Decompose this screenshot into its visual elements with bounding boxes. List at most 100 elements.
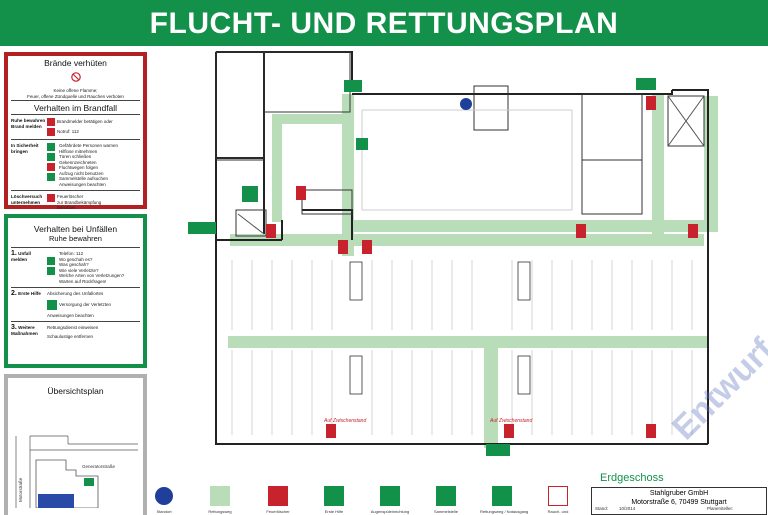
exit-sign-icon bbox=[636, 78, 656, 90]
overview-title: Übersichtsplan bbox=[47, 386, 104, 396]
emergency-exit-legend-icon bbox=[492, 486, 512, 506]
fire-row-text: Gekennzeichneten bbox=[59, 159, 97, 165]
escape-routes bbox=[228, 94, 718, 448]
company-box: Stahlgruber GmbH Motorstraße 6, 70499 St… bbox=[591, 487, 767, 515]
overview-map: Generatorstraße Motorstraße bbox=[15, 435, 138, 508]
fire-row-report: Ruhe bewahren Brand melden Brandmelder b… bbox=[8, 116, 143, 138]
accident-row-text: Versorgung der Verletzten bbox=[59, 301, 112, 307]
legend-label: Rauch- und bbox=[547, 509, 569, 514]
accident-row-num: 2. bbox=[11, 290, 17, 297]
accident-row-text: Rettungsdienst einweisen bbox=[47, 325, 99, 330]
prevent-line-2: Feuer, offene Zündquelle und Rauchen ver… bbox=[27, 93, 124, 99]
plan-annotation: Auf Zwischenstand bbox=[489, 418, 532, 424]
floor-plan: Auf Zwischenstand Auf Zwischenstand bbox=[188, 51, 718, 456]
legend-item: Feuerlöscher bbox=[256, 486, 300, 514]
fire-row-text: Sammelstelle aufsuchen bbox=[59, 176, 109, 181]
legend-label: Augenspüleinrichtung bbox=[370, 509, 410, 514]
fire-row-text: benutzen bbox=[57, 205, 76, 210]
accident-row-text: Wo geschah es? bbox=[59, 256, 93, 262]
stand-value: 10/2014 bbox=[619, 506, 636, 511]
legend-label: Erste Hilfe bbox=[324, 509, 344, 514]
accident-row-label: Unfall melden bbox=[11, 251, 31, 262]
fire-row-text: Gefährdete Personen warnen bbox=[59, 143, 119, 148]
legend-label: Rettungsweg / Notausgang bbox=[480, 509, 529, 514]
first-aid-icon bbox=[47, 299, 57, 310]
street-label-2: Motorstraße bbox=[18, 477, 23, 502]
emergency-call-icon bbox=[47, 267, 55, 275]
eye-wash-legend-icon bbox=[380, 486, 400, 506]
accident-row-text: Wie viele Verletzte? bbox=[59, 267, 99, 273]
legend-item: Erste Hilfe bbox=[312, 486, 356, 514]
smoke-vent-legend-icon bbox=[548, 486, 568, 506]
no-fire-icon bbox=[8, 69, 143, 87]
accident-row-text: Warten auf Rückfragen! bbox=[59, 278, 107, 284]
fire-row-text: Türen schließen bbox=[59, 154, 92, 159]
fire-extinguisher-icon bbox=[646, 424, 656, 438]
planer-label: Planersteller: bbox=[707, 506, 734, 511]
no-elevator-icon bbox=[47, 163, 55, 171]
building-marker bbox=[38, 494, 74, 508]
fire-row-text: Anweisungen beachten bbox=[59, 181, 106, 187]
assembly-point-legend-icon bbox=[436, 486, 456, 506]
phone-icon bbox=[47, 257, 55, 265]
fire-extinguisher-icon bbox=[266, 224, 276, 238]
fire-row-safety: In Sicherheit bringen Gefährdete Persone… bbox=[8, 141, 143, 189]
accident-row-text: Anweisungen beachten bbox=[47, 312, 94, 318]
legend-item: Rettungsweg / Notausgang bbox=[480, 486, 529, 514]
accident-subtitle: Ruhe bewahren bbox=[49, 234, 102, 243]
escape-route-legend-icon bbox=[210, 486, 230, 506]
legend-item: Standort bbox=[142, 486, 186, 514]
exit-sign-icon bbox=[486, 444, 510, 456]
floor-label: Erdgeschoss bbox=[600, 472, 664, 484]
accident-row-further: 3. Weitere Maßnahmen Rettungsdienst einw… bbox=[8, 323, 143, 341]
person-exit-icon bbox=[47, 143, 55, 151]
fire-row-text: Notruf: 112 bbox=[57, 129, 79, 135]
fire-extinguisher-icon bbox=[688, 224, 698, 238]
legend-item: Sammelstelle bbox=[424, 486, 468, 514]
fire-extinguisher-icon bbox=[646, 96, 656, 110]
legend-label: Rettungsweg bbox=[208, 509, 232, 514]
accident-row-num: 3. bbox=[11, 324, 17, 331]
inner-walls bbox=[215, 51, 705, 237]
legend-label: Feuerlöscher bbox=[266, 509, 290, 514]
fire-row-label: Ruhe bewahren Brand melden bbox=[11, 118, 46, 129]
legend-item: Augenspüleinrichtung bbox=[368, 486, 412, 514]
street-label-1: Generatorstraße bbox=[82, 464, 116, 469]
accident-row-report: 1. Unfall melden Telefon: 112 Wo geschah… bbox=[8, 249, 143, 286]
accident-row-label: Erste Hilfe bbox=[18, 291, 41, 296]
fire-row-label: Löschversuch unternehmen bbox=[11, 194, 43, 205]
fire-extinguisher-icon bbox=[576, 224, 586, 238]
fire-row-label: In Sicherheit bringen bbox=[11, 143, 39, 154]
fire-row-extinguish: Löschversuch unternehmen Feuerlöscher zu… bbox=[8, 192, 143, 213]
fire-extinguisher-icon bbox=[362, 240, 372, 254]
escape-route-icon bbox=[47, 153, 55, 161]
accident-row-text: Absicherung des Unfallortes bbox=[47, 291, 104, 296]
accident-row-label: Weitere Maßnahmen bbox=[11, 325, 38, 336]
page-title: FLUCHT- UND RETTUNGSPLAN bbox=[0, 0, 768, 46]
fire-alarm-icon bbox=[47, 118, 55, 126]
accident-title: Verhalten bei Unfällen bbox=[33, 224, 118, 234]
exit-sign-icon bbox=[344, 80, 362, 92]
exit-sign-icon bbox=[188, 222, 216, 234]
legend-item: Rauch- und bbox=[536, 486, 580, 514]
accident-row-text: Telefon: 112 bbox=[59, 251, 84, 256]
exit-signs bbox=[188, 78, 656, 456]
fire-prevention-title: Brände verhüten bbox=[44, 58, 107, 68]
location-marker bbox=[460, 98, 472, 110]
fire-extinguisher-icon bbox=[296, 186, 306, 200]
walls bbox=[215, 51, 709, 445]
accident-row-text: Was geschah? bbox=[59, 262, 89, 267]
accident-row-text: Schaulustige entfernen bbox=[47, 333, 94, 339]
fire-row-text: Fluchtwegen folgen bbox=[59, 165, 99, 170]
legend-item: Rettungsweg bbox=[198, 486, 242, 514]
accident-behavior-panel: Verhalten bei Unfällen Ruhe bewahren 1. … bbox=[4, 214, 147, 368]
legend-label: Sammelstelle bbox=[433, 509, 458, 514]
fire-extinguisher-legend-icon bbox=[268, 486, 288, 506]
fire-row-text: Feuerlöscher bbox=[57, 194, 84, 199]
overview-panel: Übersichtsplan Generatorstraße Motorstra… bbox=[4, 374, 147, 515]
ramps bbox=[349, 261, 531, 395]
fire-row-text: zur Brandbekämpfung bbox=[57, 199, 102, 205]
stand-label: Stand: bbox=[595, 506, 609, 511]
accident-row-text: Welche Arten von Verletzungen? bbox=[59, 273, 125, 278]
accident-row-firstaid: 2. Erste Hilfe Absicherung des Unfallort… bbox=[8, 289, 143, 320]
